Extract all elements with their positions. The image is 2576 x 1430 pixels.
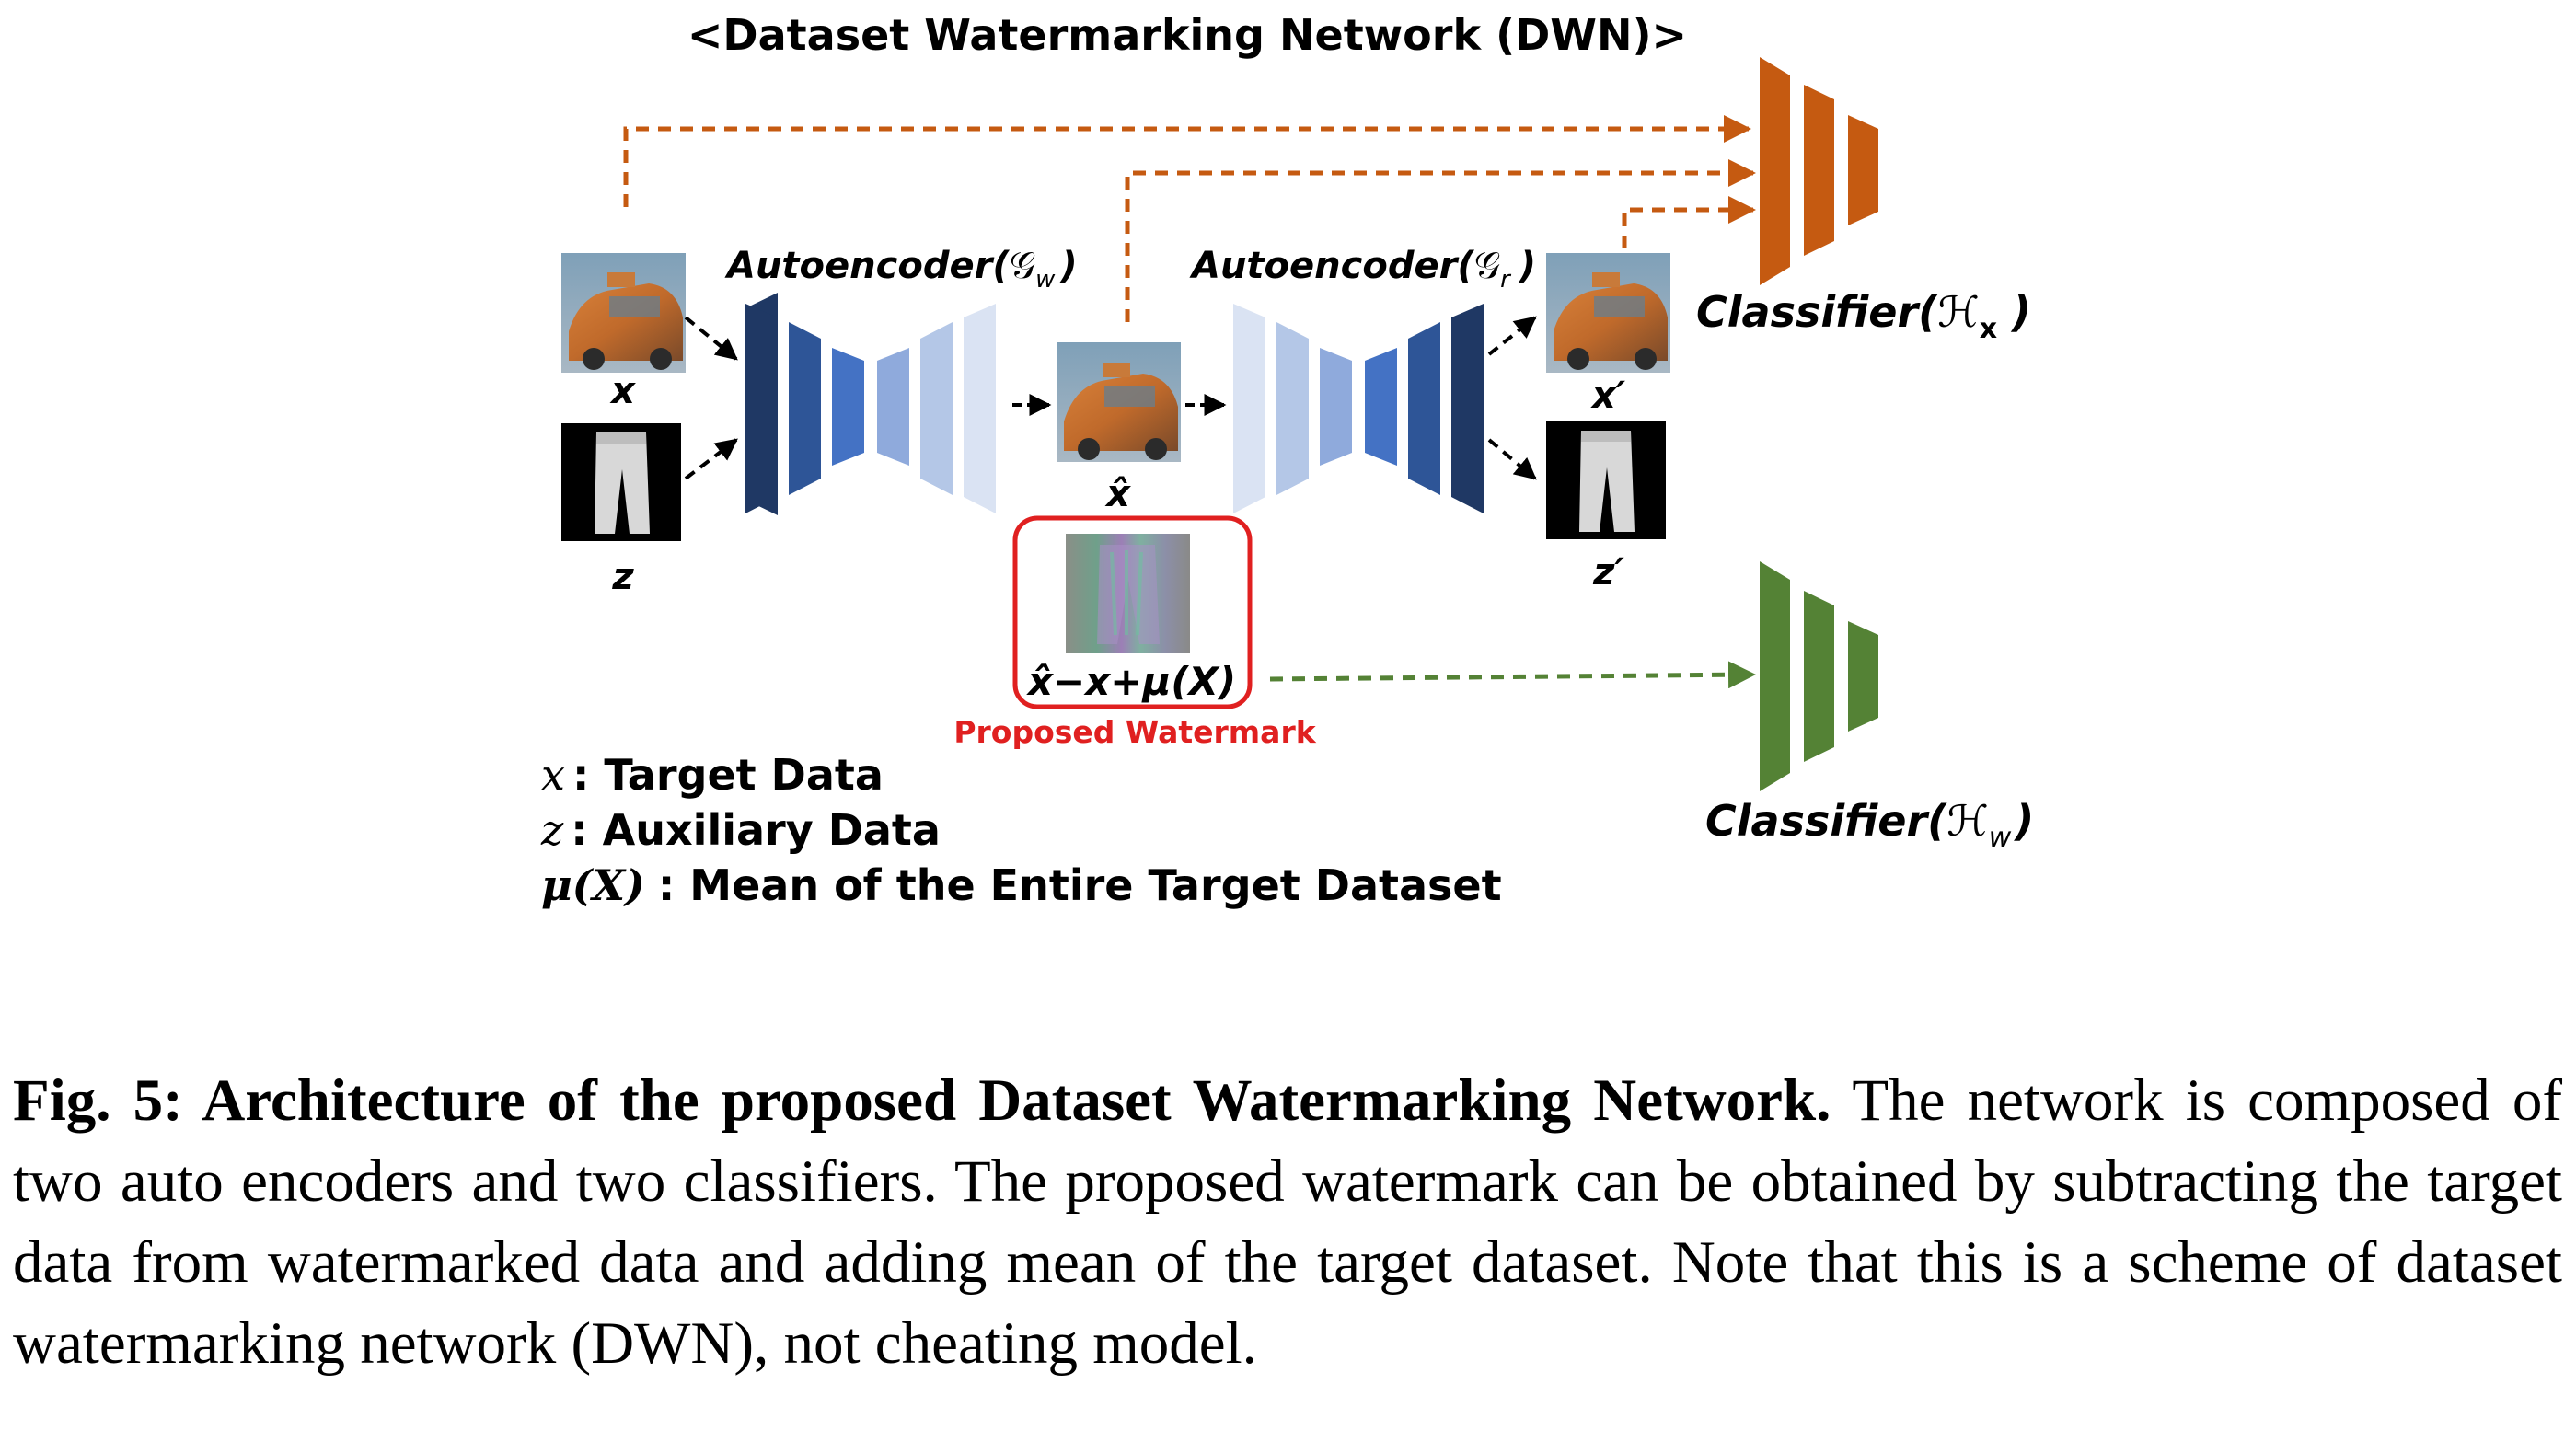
gw-layer-3 [832,348,864,466]
legend: x: Target Data z: Auxiliary Data μ(X): M… [540,750,1502,910]
caption-text: The network is composed of two auto enco… [13,1067,2562,1377]
arrow-x-to-encoder [684,316,738,361]
output-arrows [1487,316,1537,480]
legend-item-z: z: Auxiliary Data [540,805,941,855]
image-watermark [1066,534,1190,653]
gr-layer-5 [1408,322,1440,495]
label-zprime: z′ [1592,551,1624,594]
classifier-hx-label: Classifier(ℋx) [1696,287,2031,345]
image-z [561,423,681,541]
gr-layer-3 [1320,348,1352,466]
watermark-label: Proposed Watermark [953,714,1316,750]
watermark-formula: x̂−x+μ(X) [1026,659,1236,704]
arrow-x-to-classifier-x [623,115,1751,207]
input-arrows [684,316,738,480]
gw-layer-2 [789,322,821,495]
orange-feedback-arrows [623,115,1756,322]
arrow-xprime-to-classifier-x [1622,196,1756,248]
hw-symbol: ℋ [1946,796,1988,846]
diagram-title: <Dataset Watermarking Network (DWN)> [687,10,1687,60]
arrow-xhat-to-classifier-x [1125,159,1756,322]
image-xprime [1546,253,1670,373]
autoencoder-gr [1233,304,1484,513]
gr-sub: r [1500,266,1512,294]
label-xhat: x̂ [1104,473,1131,515]
gw-layer-4 [877,348,909,466]
label-x: x [609,370,636,412]
hw-layer-2 [1804,591,1834,762]
gr-layer-1 [1233,304,1265,513]
label-z: z [611,556,634,598]
autoencoder-gw [745,293,996,515]
caption-bold: Fig. 5: Architecture of the proposed Dat… [13,1067,1831,1134]
gr-layer-6 [1451,304,1484,513]
classifier-hw-label: Classifier(ℋw) [1705,796,2034,854]
label-xprime: x′ [1590,375,1626,417]
gw-layer-1b [745,304,778,513]
hw-sub: w [1989,822,2012,854]
hw-layer-1 [1760,561,1790,791]
image-x [561,253,686,373]
classifier-hw [1760,561,1878,791]
hx-layer-3 [1848,115,1878,225]
watermark-box [1012,515,1253,709]
hx-layer-1 [1760,57,1790,285]
gr-layer-2 [1276,322,1309,495]
gr-symbol: 𝒢 [1474,245,1500,287]
hx-sub: x [1980,313,1997,345]
legend-item-x: x: Target Data [541,750,884,800]
legend-item-mu: μ(X): Mean of the Entire Target Dataset [541,860,1502,910]
arrow-gr-to-xprime [1487,316,1537,356]
arrow-gr-to-zprime [1487,438,1537,480]
hw-layer-3 [1848,621,1878,732]
autoencoder-gw-label: Autoencoder(𝒢w) [724,245,1078,294]
autoencoder-gr-label: Autoencoder(𝒢r) [1189,245,1536,294]
gw-layer-5 [920,322,953,495]
image-xhat [1057,342,1181,462]
gr-layer-4 [1365,348,1397,466]
gw-sub: w [1035,266,1056,294]
hx-layer-2 [1804,85,1834,256]
gw-layer-6 [964,304,996,513]
arrow-z-to-encoder [684,438,738,480]
classifier-hx [1760,57,1878,285]
hx-symbol: ℋ [1937,287,1979,337]
image-zprime [1546,421,1666,539]
gw-symbol: 𝒢 [1010,245,1035,287]
arrow-watermark-to-classifier-w [1269,661,1756,689]
figure-caption: Fig. 5: Architecture of the proposed Dat… [13,1060,2562,1384]
